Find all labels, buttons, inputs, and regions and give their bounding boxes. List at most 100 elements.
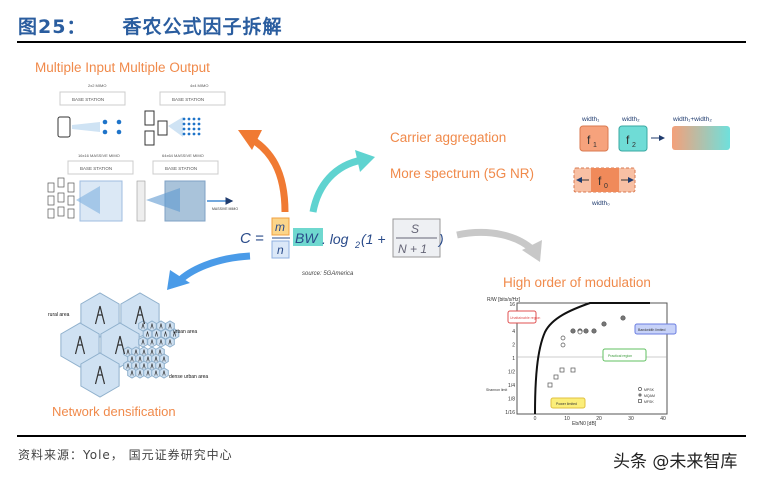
tower-icon (134, 305, 146, 325)
blue-arrow (175, 252, 251, 285)
formula-s: S (411, 222, 419, 236)
f1-box (579, 125, 609, 152)
tower-icon (114, 335, 126, 355)
tower-icon (168, 339, 172, 345)
tower-icon (154, 370, 158, 376)
tower-icon (150, 349, 154, 355)
source-note: 资料来源：Yole， 国元证券研究中心 (18, 448, 233, 462)
shannon-limit-label: Shannon limit (486, 388, 507, 392)
tower-icon (146, 356, 150, 362)
base-station-box (159, 91, 226, 106)
antenna-array (182, 117, 201, 136)
mimo-panel-label: 2x2 MIMO (88, 83, 106, 88)
modulation-title: High order of modulation (503, 275, 651, 290)
network-title: Network densification (52, 404, 176, 419)
base-station-label: BASE STATION (80, 166, 112, 171)
shannon-diagram: Multiple Input Multiple Output 2x2 MIMO … (35, 60, 730, 427)
width0-label: width₀ (591, 200, 610, 207)
tower-icon (138, 356, 142, 362)
y-tick: 2 (512, 343, 515, 349)
dense-urban-area-label: dense urban area (169, 374, 208, 380)
base-station-label: BASE STATION (165, 166, 197, 171)
figure-number: 图25： (18, 16, 87, 38)
tower-icon (159, 339, 163, 345)
carrier-aggregation-label: Carrier aggregation (390, 130, 506, 145)
tower-icon (94, 305, 106, 325)
tower-icon (163, 331, 168, 337)
network-section: rural area urban area dense urban area N… (48, 292, 208, 419)
x-tick: 0 (534, 416, 537, 422)
mimo-section: Multiple Input Multiple Output 2x2 MIMO … (35, 60, 238, 222)
width-sum-label: width₁+width₂ (672, 116, 712, 123)
tower-icon (134, 349, 138, 355)
tower-icon (154, 356, 158, 362)
tower-icon (74, 335, 86, 355)
y-tick: 4 (512, 329, 515, 335)
tower-icon (142, 349, 146, 355)
phone-icon (157, 120, 168, 136)
tower-icon (168, 323, 172, 329)
y-tick: 1/8 (508, 397, 515, 403)
f2-sub: 2 (632, 142, 636, 149)
width2-label: width₂ (621, 116, 640, 123)
y-tick: 16 (509, 302, 515, 308)
tower-icon (130, 356, 134, 362)
phone-icon (57, 116, 71, 138)
tower-icon (94, 365, 106, 385)
x-tick: 20 (596, 416, 602, 422)
region-label: Practical region (608, 354, 632, 358)
tower-icon (158, 349, 162, 355)
tower-icon (172, 331, 177, 337)
phone-icon (144, 130, 155, 146)
tower-icon (142, 363, 146, 369)
mimo-title: Multiple Input Multiple Output (35, 60, 210, 75)
formula-log-base: 2 (354, 240, 360, 250)
shannon-limit-curve (534, 302, 650, 415)
f2-box (618, 125, 648, 152)
tower-icon (134, 363, 138, 369)
tower-icon (146, 370, 150, 376)
phone-icon (144, 110, 155, 126)
tower-icon (162, 356, 166, 362)
formula-m: m (275, 220, 285, 234)
region-label: Power limited (556, 402, 577, 406)
aggregated-band (672, 126, 730, 150)
top-rule (17, 41, 746, 43)
x-tick: 30 (628, 416, 634, 422)
mimo-panel-label: 64x64 MASSIVE MIMO (162, 153, 204, 158)
modulation-y-label: R/W [bits/s/Hz] (487, 297, 521, 303)
modulation-points (547, 315, 626, 388)
base-station-label: BASE STATION (72, 97, 104, 102)
formula-log: . log (322, 231, 349, 247)
y-tick: 1/2 (508, 370, 515, 376)
region-label: Bandwidth limited (638, 328, 665, 332)
region-label: Unattainable region (510, 316, 540, 320)
shannon-formula: C = m n BW . log 2 (1 + S N + 1 ) source… (240, 217, 444, 277)
legend-item: MFSK (644, 400, 654, 404)
tower-icon (145, 331, 150, 337)
tower-icon (141, 339, 145, 345)
base-station-box (59, 91, 126, 106)
formula-n: n (277, 243, 284, 257)
legend-item: MPSK (644, 388, 655, 392)
f1-label: f (587, 133, 591, 147)
phones-grid (47, 177, 75, 219)
mimo-panel-label: 4x4 MIMO (190, 83, 208, 88)
bottom-rule (17, 435, 746, 437)
urban-area-label: urban area (173, 329, 197, 335)
formula-lhs: C = (240, 230, 264, 247)
tower-icon (130, 370, 134, 376)
formula-n-plus-1: N + 1 (398, 242, 427, 256)
formula-open: (1 + (361, 231, 386, 247)
orange-arrow (248, 134, 289, 213)
base-station-box (152, 160, 219, 175)
x-tick: 10 (564, 416, 570, 422)
modulation-x-label: Eb/N0 [dB] (572, 421, 597, 427)
watermark: 头条 @未来智库 (613, 452, 738, 472)
y-tick: 1 (512, 356, 515, 362)
modulation-legend: MPSK MQAM MFSK (638, 387, 655, 404)
formula-source: source: 5GAmerica (302, 271, 354, 277)
legend-item: MQAM (644, 394, 655, 398)
more-spectrum-label: More spectrum (5G NR) (390, 166, 534, 181)
